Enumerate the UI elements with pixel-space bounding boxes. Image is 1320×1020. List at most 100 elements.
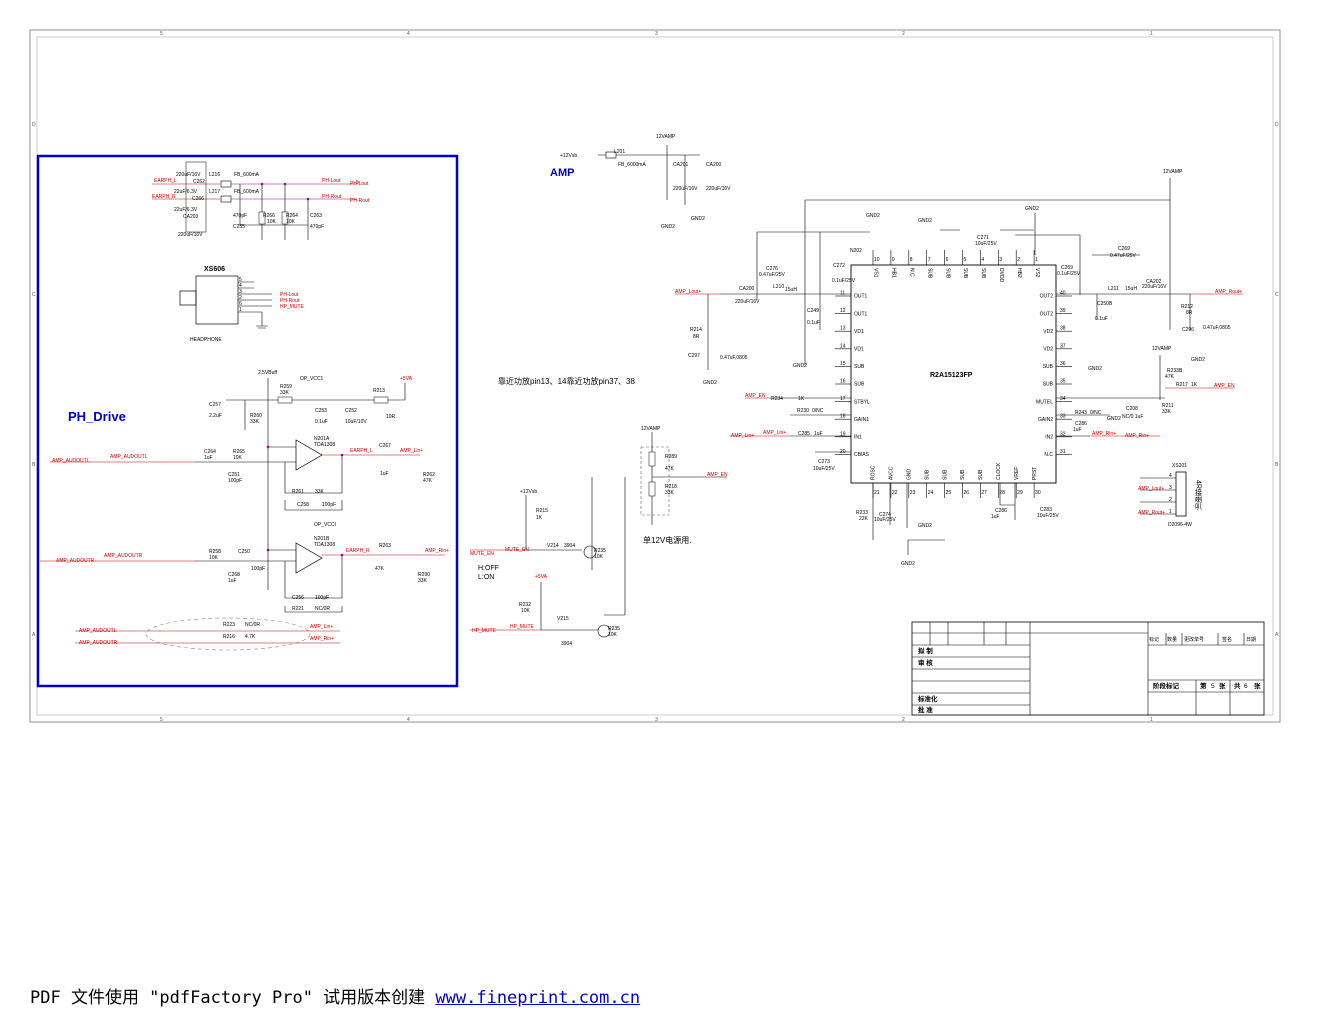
net-amp-audoutl: AMP_AUDOUTL: [52, 458, 90, 464]
ic-pin-number: 8: [910, 257, 913, 263]
ic-pin-name: GAIN2: [1038, 417, 1053, 423]
part-value: 0.47uF,0805: [720, 355, 748, 361]
ic-pin-name: HB1: [891, 268, 897, 278]
part-ref: N201A: [314, 436, 330, 442]
part-ref: L211: [1108, 286, 1119, 292]
ic-bottom-wires: [872, 483, 1016, 555]
bypass-wires: [75, 630, 340, 644]
part-value: 220uF/16V: [1142, 284, 1167, 290]
net-gnd2: GND2: [1191, 357, 1205, 363]
part-ref: R290: [418, 572, 430, 578]
net-gnd2: GND2: [901, 561, 915, 567]
part-ref: R235: [608, 626, 620, 632]
ic-pin-name: CLOCK: [996, 462, 1002, 480]
cap-group-outline: [185, 161, 207, 233]
net-amp-audoutr: AMP_AUDOUTR: [56, 558, 95, 564]
net-amp-loutp: AMP_Lout+: [675, 289, 701, 295]
net-gnd2: GND2: [1025, 206, 1039, 212]
part-value: 33K: [665, 490, 675, 496]
frame-col-label: 3: [655, 717, 658, 723]
part-value: 10R: [386, 414, 396, 420]
ic-pin-name: STBYL: [854, 399, 870, 405]
ic-pin-number: 36: [1060, 361, 1066, 367]
jack-pins-wires: [238, 281, 272, 326]
part-value: 10uF/25V: [975, 241, 997, 247]
part-ref: CA202: [1146, 279, 1162, 285]
amp-power-filter: AMP +12Vsb L201 FB_6000mA 12VAMP CA201 2…: [550, 134, 731, 230]
ic-pin-name: OUT1: [854, 311, 868, 317]
part-value: 33K: [315, 489, 325, 495]
net-amp-lin-ic-tag: AMP_Lin+: [763, 430, 786, 436]
part-ref: R218: [665, 484, 677, 490]
frame-row-label: A: [32, 632, 36, 638]
jack-pin: 6: [239, 301, 242, 307]
part-value: 10K: [594, 554, 604, 560]
tb-sheet-unit: 张: [1219, 681, 1226, 690]
part-value: 0.1uF: [315, 419, 328, 425]
frame-col-label: 5: [160, 31, 163, 37]
frame-col-label: 2: [902, 717, 905, 723]
part-ref: R211: [1162, 403, 1174, 409]
ic-pin-name: VD1: [854, 329, 864, 335]
part-value: NC/0R: [315, 606, 330, 612]
net-amp-en-left: AMP_EN: [745, 393, 766, 399]
part-value: 15uH: [785, 287, 797, 293]
part-value: 220uF/16V: [176, 172, 201, 178]
ic-pin-name: VD1: [854, 347, 864, 353]
ic-pin-number: 37: [1060, 343, 1066, 349]
amp-power-wires: [598, 145, 700, 205]
right-channel-wires: [40, 554, 445, 562]
part-ref: C250B: [1097, 301, 1113, 307]
net-hp-mute: HP_MUTE: [472, 628, 497, 634]
part-ref: R233: [856, 510, 868, 516]
part-value: 1uF: [204, 455, 213, 461]
part-ref: R261: [292, 489, 304, 495]
ic-left-pins: 11OUT112OUT113VD114VD115SUB16SUB17STBYL1…: [835, 291, 870, 458]
ic-pin-number: 38: [1060, 326, 1066, 332]
earphone-filter-block: EARPH_L EARPH_R L216 FB_600mA L217 FB_60…: [152, 161, 370, 240]
frame-col-label: 2: [902, 31, 905, 37]
ic-pin-name: AVCC: [889, 466, 895, 480]
part-value: 100pF: [315, 595, 329, 601]
ic-pin-name: GAIN1: [854, 417, 869, 423]
part-value: 0.1uF: [807, 320, 820, 326]
ic-pin-number: 25: [946, 490, 952, 496]
part-ref: C266: [192, 196, 204, 202]
part-value: 0/NC: [1090, 410, 1102, 416]
resistor-r289: [648, 451, 656, 467]
net-12vamp-en: 12VAMP: [641, 426, 661, 432]
net-gnd2: GND2: [661, 224, 675, 230]
ic-pin-name: SUB: [980, 268, 986, 279]
part-ref: R264: [286, 213, 298, 219]
ic-pin-name: OUT2: [1040, 294, 1054, 300]
ic-pin-number: 23: [910, 490, 916, 496]
ic-pin-number: 19: [840, 431, 846, 437]
part-ref: C269: [1118, 246, 1130, 252]
speaker-pin: 4: [1169, 473, 1172, 479]
pdf-footer: PDF 文件使用 "pdfFactory Pro" 试用版本创建 www.fin…: [30, 983, 640, 1008]
part-value: 4.7K: [245, 634, 256, 640]
net-12vamp-mute: 12VAMP: [1152, 346, 1172, 352]
ic-ref: N202: [850, 248, 862, 254]
ic-pin-number: 11: [840, 291, 845, 297]
ic-pin-name: HB2: [1016, 268, 1022, 278]
tb-total-no: 6: [1244, 683, 1248, 690]
net-earph-l: EARPH_L: [154, 178, 177, 184]
ic-pin-name: OUT2: [1040, 311, 1054, 317]
part-value: 10K: [608, 632, 618, 638]
title-block: 标记 数量 更改单号 签名 日期 拟 制 审 核 标准化 批 准 阶段标记 第 …: [911, 621, 1265, 716]
part-value: 0/NC: [812, 408, 824, 414]
part-ref: C250: [238, 549, 250, 555]
ic-pin-number: 7: [928, 257, 931, 263]
fineprint-link[interactable]: www.fineprint.com.cn: [435, 988, 641, 1008]
part-value: 47K: [423, 478, 433, 484]
part-value: 1uF: [228, 578, 237, 584]
en-divider-wires: [591, 432, 727, 550]
net-gnd2: GND2: [918, 523, 932, 529]
net-gnd2: GND2: [1088, 366, 1102, 372]
bypass-option-outline: [145, 617, 311, 651]
part-ref: R259: [280, 384, 292, 390]
part-value: 10K: [209, 555, 219, 561]
tb-stage: 阶段标记: [1153, 681, 1180, 690]
